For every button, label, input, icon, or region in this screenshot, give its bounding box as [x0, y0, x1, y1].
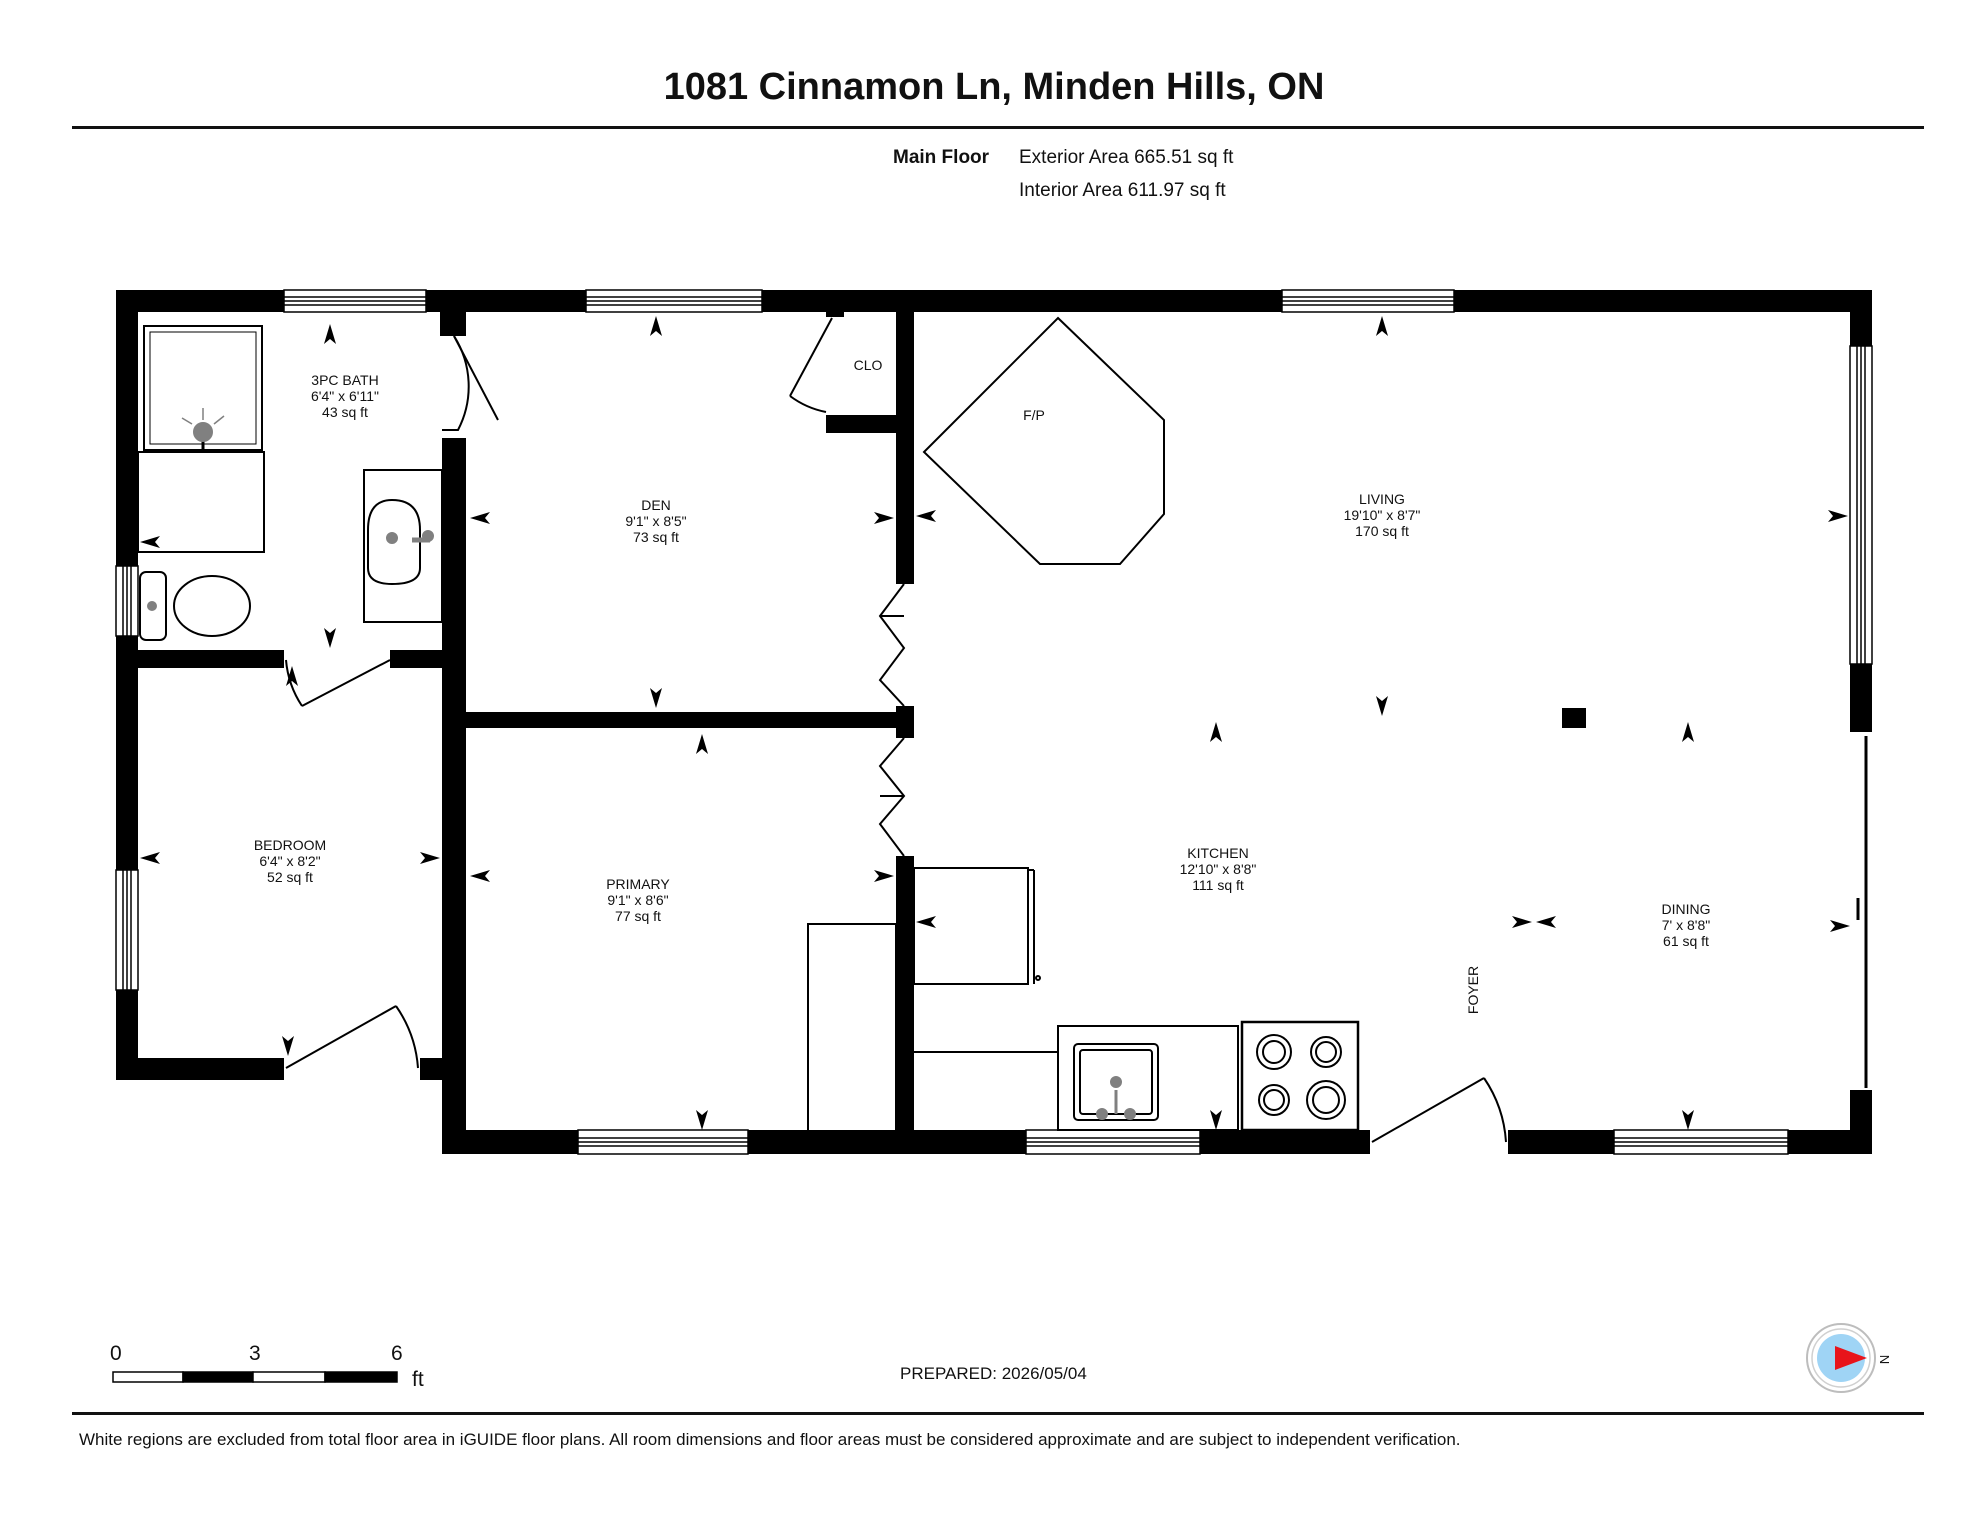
window-living-top — [1281, 289, 1455, 313]
interior-walls — [138, 312, 1586, 1154]
window-den-top — [585, 289, 763, 313]
room-den-area: 73 sq ft — [633, 529, 679, 545]
room-primary-name: PRIMARY — [606, 876, 670, 892]
interior-area: Interior Area 611.97 sq ft — [1019, 180, 1226, 201]
window-bath-top — [283, 289, 427, 313]
column — [1562, 708, 1586, 728]
room-kitchen-area: 111 sq ft — [1192, 877, 1244, 893]
door-bath — [442, 335, 499, 431]
room-bedroom-dims: 6'4" x 8'2" — [259, 853, 320, 869]
floor-name: Main Floor — [893, 147, 990, 168]
footer-disclaimer: White regions are excluded from total fl… — [79, 1430, 1461, 1449]
bifold-primary — [878, 737, 906, 857]
wall-primary-kitchen — [896, 856, 914, 1154]
wall-bath-stub-top — [440, 312, 466, 336]
wall-closet-stub — [826, 312, 844, 317]
exterior-walls — [116, 290, 1872, 1154]
wall-den-living — [896, 312, 914, 584]
stove-fixture — [1240, 1020, 1360, 1132]
compass-icon — [1805, 1322, 1895, 1403]
wall-post-mid — [896, 706, 914, 738]
room-living-dims: 19'10" x 8'7" — [1344, 507, 1421, 523]
page-title: 1081 Cinnamon Ln, Minden Hills, ON — [663, 66, 1325, 108]
exterior-area: Exterior Area 665.51 sq ft — [1019, 147, 1234, 168]
room-kitchen-dims: 12'10" x 8'8" — [1180, 861, 1257, 877]
room-kitchen-name: KITCHEN — [1187, 845, 1248, 861]
room-den-name: DEN — [641, 497, 671, 513]
room-dining-dims: 7' x 8'8" — [1662, 917, 1710, 933]
door-foyer — [1371, 1077, 1507, 1143]
door-bath-bottom — [285, 659, 391, 707]
window-bath-left — [115, 565, 139, 637]
bath-counter — [137, 451, 265, 553]
toilet-fixture — [139, 571, 251, 641]
window-bedroom-left — [115, 869, 139, 991]
room-bath-area: 43 sq ft — [322, 404, 368, 420]
kitchen-sink — [1057, 1025, 1239, 1131]
door-closet — [789, 317, 833, 413]
scale-label-6: 6 — [391, 1342, 403, 1365]
vanity-sink — [363, 469, 443, 623]
door-bedroom — [285, 1005, 419, 1069]
scale-label-0: 0 — [110, 1342, 122, 1365]
fireplace-shape — [922, 316, 1165, 565]
window-living-right — [1849, 345, 1873, 665]
wall-right-lower — [1850, 1090, 1872, 1154]
room-living-area: 170 sq ft — [1355, 523, 1409, 539]
room-bath-dims: 6'4" x 6'11" — [311, 388, 379, 404]
room-foyer-name: FOYER — [1465, 966, 1481, 1014]
room-fireplace-name: F/P — [1023, 407, 1045, 423]
scale-bar — [112, 1371, 398, 1383]
wall-closet-bottom — [826, 415, 914, 433]
wall-bedroom-bottom — [116, 1058, 284, 1080]
room-closet-name: CLO — [854, 357, 883, 373]
wall-den-primary — [466, 712, 902, 728]
room-bedroom-area: 52 sq ft — [267, 869, 313, 885]
compass-label: N — [1877, 1354, 1893, 1365]
room-dining-area: 61 sq ft — [1663, 933, 1709, 949]
window-dining-bottom — [1613, 1129, 1789, 1155]
doors — [285, 317, 1868, 1143]
windows — [115, 289, 1873, 1155]
room-living-name: LIVING — [1359, 491, 1405, 507]
header-rule — [72, 126, 1924, 129]
wall-bath-bottom-right — [390, 650, 442, 668]
room-primary-area: 77 sq ft — [615, 908, 661, 924]
room-primary-dims: 9'1" x 8'6" — [607, 892, 668, 908]
bifold-den — [878, 583, 906, 707]
footer-rule — [72, 1412, 1924, 1415]
room-bath-name: 3PC BATH — [311, 372, 378, 388]
prepared-date: PREPARED: 2026/05/04 — [900, 1364, 1087, 1383]
fridge-fixture — [913, 867, 1041, 985]
window-kitchen-bottom — [1025, 1129, 1201, 1155]
room-den-dims: 9'1" x 8'5" — [625, 513, 686, 529]
counter-primary — [807, 923, 897, 1133]
scale-label-3: 3 — [249, 1342, 261, 1365]
wall-bath-bottom-left — [138, 650, 284, 668]
scale-unit: ft — [412, 1368, 424, 1391]
sliding-door-right — [1856, 736, 1868, 1088]
wall-bedroom-bottom-right — [420, 1058, 443, 1080]
direction-markers — [140, 316, 1850, 1130]
fixtures — [137, 316, 1360, 1133]
room-dining-name: DINING — [1662, 901, 1711, 917]
wall-bath-den — [442, 438, 466, 1154]
room-bedroom-name: BEDROOM — [254, 837, 326, 853]
window-primary-bottom — [577, 1129, 749, 1155]
shower-fixture — [143, 325, 263, 451]
